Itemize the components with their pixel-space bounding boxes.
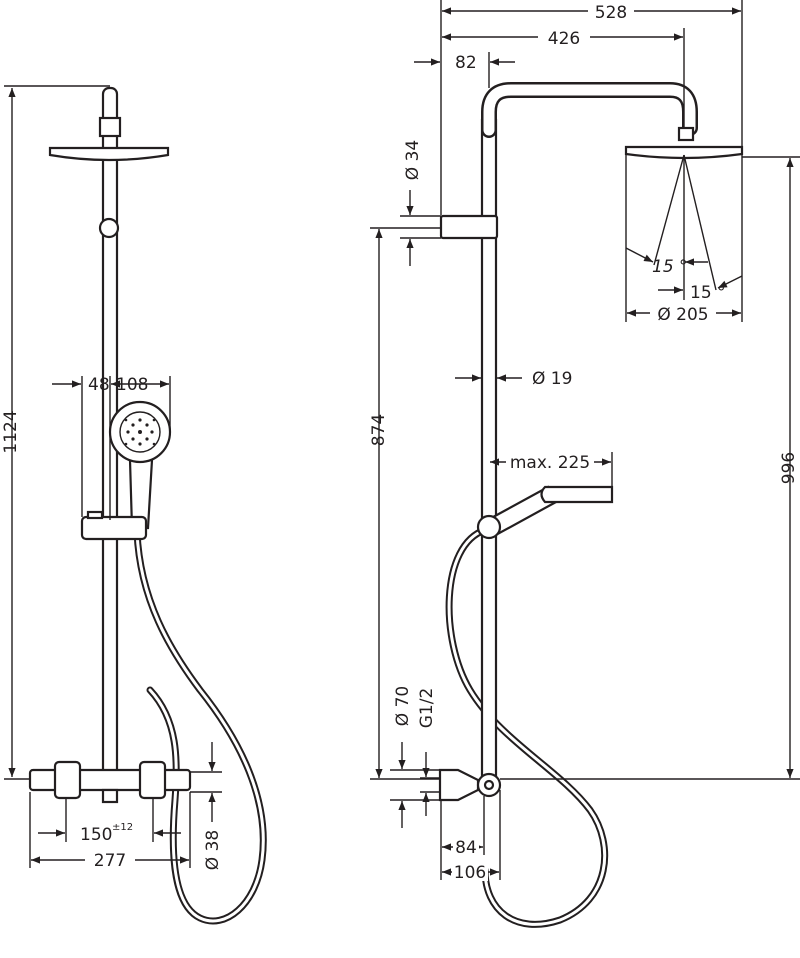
side-wall-connector — [438, 768, 480, 802]
dim-slider-height: 874 — [369, 414, 389, 446]
side-slider-joint — [476, 514, 502, 540]
dim-escutcheon-diameter: Ø 70 — [393, 686, 413, 726]
dim-handshower-diameter: 108 — [116, 375, 148, 395]
dim-holder-diameter: Ø 34 — [403, 140, 423, 180]
dim-handshower-reach: max. 225 — [510, 453, 590, 473]
front-slider — [80, 515, 148, 541]
handshower-nozzles — [119, 411, 161, 453]
dim-arm-reach: 426 — [548, 29, 580, 49]
side-view: 528 426 82 Ø 34 874 Ø 19 max. 225 — [369, 0, 800, 928]
side-head-arm — [481, 82, 698, 138]
dim-mixer-width: 277 — [94, 851, 126, 871]
front-hose — [133, 528, 267, 925]
front-ball-joint — [98, 217, 120, 239]
spray-angle-b: 15 ° — [690, 283, 726, 303]
dim-outlet-depth: 106 — [454, 863, 486, 883]
dim-mixer-diameter: Ø 38 — [203, 830, 223, 870]
dim-head-height: 996 — [779, 452, 799, 484]
dim-center-distance: 150 — [80, 825, 112, 845]
dim-head-diameter: Ø 205 — [657, 305, 708, 325]
dim-connector-depth: 84 — [455, 838, 477, 858]
spray-angle-a: 15 ° — [652, 257, 688, 277]
dim-total-height: 1124 — [1, 410, 21, 453]
dim-wall-offset: 48 — [88, 375, 110, 395]
dim-column-diameter: Ø 19 — [532, 369, 572, 389]
front-shower-head — [48, 146, 170, 162]
front-view: 1124 48 108 Ø 38 150 ±12 277 — [1, 85, 267, 925]
dim-overall-projection: 528 — [595, 3, 627, 23]
side-holder — [439, 214, 499, 240]
side-handshower — [540, 485, 614, 504]
dim-center-tolerance: ±12 — [112, 822, 133, 833]
dim-column-offset: 82 — [455, 53, 477, 73]
dim-connection-thread: G1/2 — [417, 688, 437, 729]
